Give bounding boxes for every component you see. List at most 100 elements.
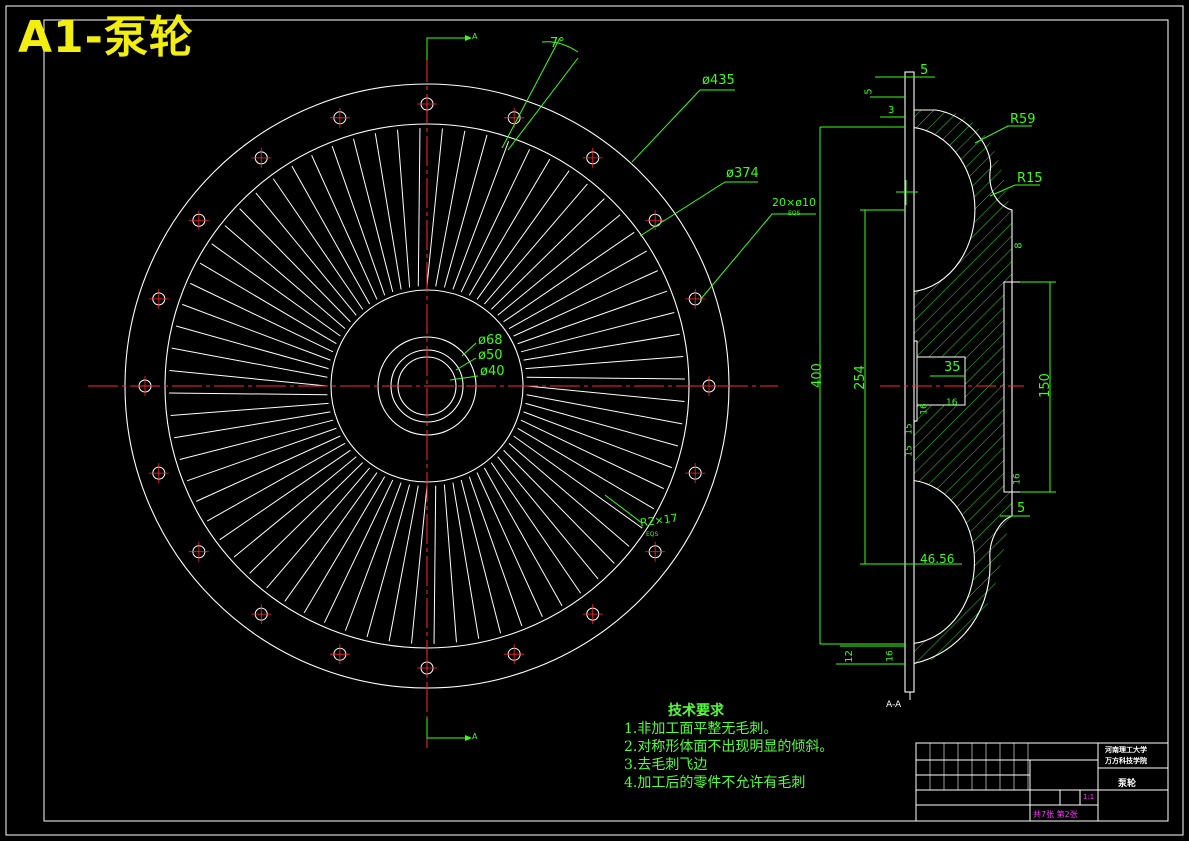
blade-line bbox=[490, 198, 605, 310]
blade-line bbox=[417, 128, 421, 287]
dim-5-small: 5 bbox=[863, 88, 875, 95]
blade-line bbox=[517, 427, 655, 510]
dim-d435: ø435 bbox=[702, 73, 735, 88]
blade-line bbox=[526, 376, 685, 380]
bolt-holes bbox=[135, 94, 719, 678]
dim-d40: ø40 bbox=[480, 364, 505, 379]
blade-line bbox=[291, 165, 371, 305]
blade-line bbox=[483, 183, 588, 305]
dim-3: 3 bbox=[888, 105, 895, 116]
sheet-outer-border bbox=[5, 5, 1184, 836]
front-view bbox=[88, 35, 816, 748]
section-arrow-top bbox=[426, 37, 465, 60]
blade-line bbox=[175, 325, 329, 370]
blade-line bbox=[249, 462, 364, 574]
blade-line bbox=[452, 141, 510, 290]
blade-line bbox=[443, 134, 488, 288]
blade-line bbox=[199, 262, 337, 345]
blade-line bbox=[460, 149, 531, 293]
section-caption: A-A bbox=[886, 700, 902, 710]
dim-r59: R59 bbox=[1010, 112, 1036, 127]
dim-r15: R15 bbox=[1017, 171, 1043, 186]
blade-line bbox=[443, 484, 457, 643]
dim-254: 254 bbox=[852, 365, 868, 390]
blade-line bbox=[520, 311, 675, 353]
dim-d50: ø50 bbox=[478, 348, 503, 363]
sheet-count: 共7张 第2张 bbox=[1033, 810, 1078, 819]
blade-line bbox=[239, 208, 351, 323]
blade-line bbox=[331, 145, 386, 296]
blade-line bbox=[520, 419, 664, 490]
school-name-2: 万方科技学院 bbox=[1105, 757, 1147, 765]
blade-line bbox=[513, 270, 658, 337]
blade-line bbox=[344, 482, 402, 631]
blade-line bbox=[169, 370, 328, 387]
blade-line bbox=[513, 435, 643, 529]
dim-blade-eqs: EQS bbox=[646, 531, 659, 538]
blade-line bbox=[503, 449, 615, 564]
blade-line bbox=[497, 456, 599, 580]
part-name: 泵轮 bbox=[1118, 779, 1137, 789]
blade-line bbox=[435, 130, 466, 287]
blade-line bbox=[219, 449, 351, 541]
blade-line bbox=[411, 485, 428, 644]
blade-line bbox=[523, 333, 680, 361]
blade-line bbox=[233, 456, 357, 558]
dim-400: 400 bbox=[809, 363, 825, 388]
blade-line bbox=[526, 394, 683, 425]
dim-16-c: 16 bbox=[1012, 473, 1023, 485]
tech-requirements: 技术要求 1.非加工面平整无毛刺。 2.对称形体面不出现明显的倾斜。 3.去毛刺… bbox=[624, 702, 833, 792]
blade-line bbox=[303, 476, 386, 614]
shroud-plate bbox=[904, 71, 915, 693]
blade-line bbox=[352, 138, 394, 293]
dim-d68: ø68 bbox=[478, 333, 503, 348]
blade-lines bbox=[169, 128, 685, 644]
blade-line bbox=[186, 427, 337, 482]
dim-5-top: 5 bbox=[920, 63, 929, 78]
blade-line bbox=[266, 467, 371, 589]
dim-16-a: 16 bbox=[919, 403, 930, 415]
blade-line bbox=[170, 402, 329, 416]
blade-line bbox=[211, 243, 341, 337]
dim-150: 150 bbox=[1037, 373, 1053, 398]
blade-line bbox=[255, 192, 357, 316]
tech-item: 4.加工后的零件不允许有毛刺 bbox=[624, 775, 806, 791]
blade-line bbox=[468, 158, 551, 296]
dim-8: 8 bbox=[1013, 242, 1025, 249]
blade-line bbox=[508, 250, 648, 330]
blade-line bbox=[224, 225, 346, 330]
cavity-lower bbox=[905, 479, 975, 645]
dim-16-b: 16 bbox=[946, 398, 958, 408]
dim-15: 15 bbox=[904, 423, 915, 435]
blade-line bbox=[508, 442, 630, 547]
blade-line bbox=[174, 411, 331, 439]
blade-line bbox=[397, 129, 411, 288]
dim-5-bottom: 5 bbox=[1017, 501, 1026, 516]
blade-line bbox=[497, 214, 621, 316]
blade-line bbox=[525, 402, 679, 447]
blade-line bbox=[284, 472, 378, 602]
section-letter-top: A bbox=[472, 32, 478, 41]
section-letter-bottom: A bbox=[472, 732, 478, 741]
blade-line bbox=[169, 392, 328, 396]
dim-d374: ø374 bbox=[726, 166, 759, 181]
section-arrow-bottom bbox=[426, 718, 465, 739]
blade-line bbox=[426, 128, 443, 287]
blade-line bbox=[526, 385, 685, 402]
blade-line bbox=[323, 479, 394, 623]
title-block bbox=[915, 742, 1169, 822]
blade-line bbox=[272, 178, 364, 310]
blade-line bbox=[468, 476, 523, 627]
dim-46: 46.56 bbox=[920, 552, 955, 566]
blade-line bbox=[311, 155, 378, 300]
blade-line bbox=[483, 467, 563, 607]
cavity-upper bbox=[905, 126, 976, 293]
dim-holes: 20×ø10 bbox=[772, 196, 816, 209]
blade-line bbox=[452, 482, 480, 639]
dim-angle: 7° bbox=[550, 36, 565, 51]
blade-line bbox=[196, 435, 341, 502]
blade-line bbox=[476, 472, 543, 617]
blade-line bbox=[171, 347, 328, 378]
blade-line bbox=[525, 356, 684, 370]
